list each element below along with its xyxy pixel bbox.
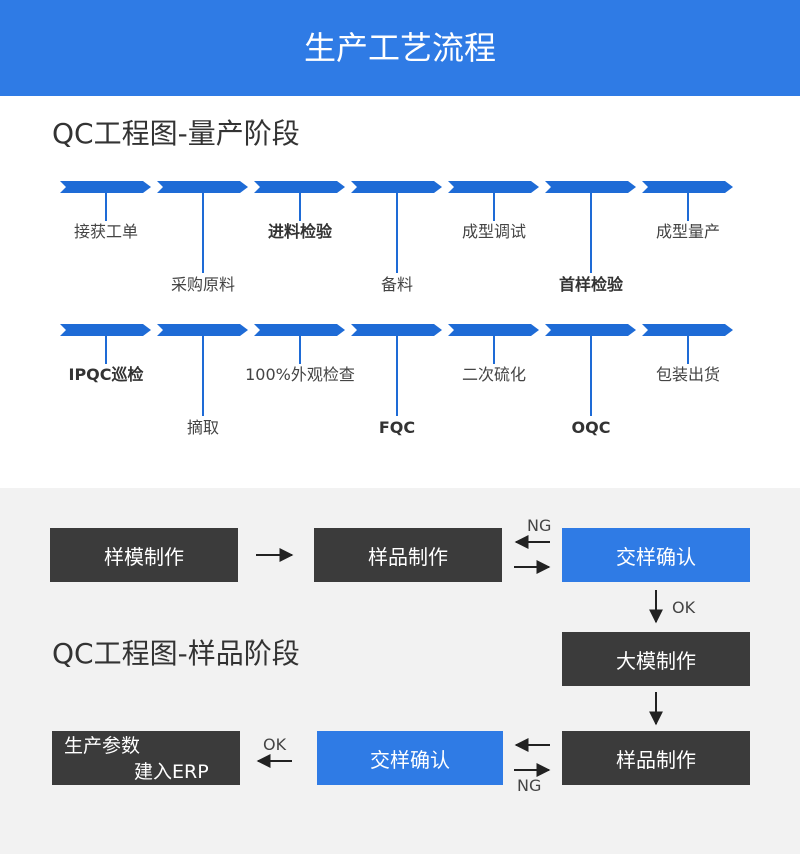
timeline-segment-row2-7 [642,324,733,336]
header-banner: 生产工艺流程 [0,0,800,96]
timeline-label-row2-2: 摘取 [186,418,220,437]
sample-making-box-1: 样品制作 [314,528,502,582]
timeline-label-row2-4: FQC [378,418,416,437]
large-mold-box: 大模制作 [562,632,750,686]
timeline-label-row1-6: 首样检验 [558,275,624,294]
timeline-segment-row2-6 [545,324,636,336]
timeline-label-row1-4: 备料 [380,275,414,294]
sample-making-box-2: 样品制作 [562,731,750,785]
erp-params-box: 生产参数 建入ERP [52,731,240,785]
timeline-label-row2-3: 100%外观检查 [245,365,355,384]
timeline-label-row1-1: 接获工单 [73,222,139,241]
timeline-label-row1-7: 成型量产 [655,222,721,241]
timeline-label-row1-3: 进料检验 [267,222,333,241]
sample-confirm-box-1: 交样确认 [562,528,750,582]
timeline-label-row2-7: 包装出货 [655,365,721,384]
timeline-segment-row1-2 [157,181,248,193]
mass-timeline [60,181,733,416]
mass-section-title: QC工程图-量产阶段 [52,117,300,150]
timeline-label-row1-5: 成型调试 [461,222,527,241]
timeline-segment-row1-6 [545,181,636,193]
timeline-segment-row1-3 [254,181,345,193]
ng-label-top: NG [527,516,552,535]
ng-label-bottom: NG [517,776,542,795]
timeline-segment-row1-1 [60,181,151,193]
timeline-segment-row1-7 [642,181,733,193]
timeline-segment-row2-3 [254,324,345,336]
ok-label-down: OK [672,598,696,617]
timeline-row-2 [60,324,733,416]
timeline-label-row2-1: IPQC巡检 [68,365,144,384]
erp-params-line1: 生产参数 [64,735,141,757]
timeline-segment-row2-2 [157,324,248,336]
erp-params-line2: 建入ERP [134,761,209,783]
ok-label-left: OK [263,735,287,754]
timeline-label-row1-2: 采购原料 [170,275,236,294]
timeline-segment-row1-5 [448,181,539,193]
timeline-segment-row2-1 [60,324,151,336]
page-title: 生产工艺流程 [303,29,496,67]
timeline-segment-row1-4 [351,181,442,193]
timeline-segment-row2-4 [351,324,442,336]
timeline-label-row2-6: OQC [571,418,611,437]
mold-making-box: 样模制作 [50,528,238,582]
sample-section-title: QC工程图-样品阶段 [52,637,300,670]
sample-confirm-box-2: 交样确认 [317,731,503,785]
timeline-segment-row2-5 [448,324,539,336]
timeline-label-row2-5: 二次硫化 [461,365,527,384]
timeline-row-1 [60,181,733,273]
